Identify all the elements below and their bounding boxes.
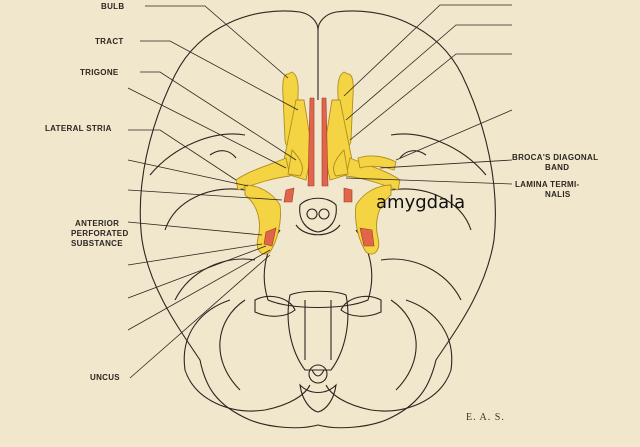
left-amygdala-region bbox=[245, 185, 281, 254]
label-tract: TRACT bbox=[95, 37, 124, 46]
label-brocas-2: BAND bbox=[545, 163, 569, 172]
label-amygdala: amygdala bbox=[376, 192, 465, 213]
label-anterior-3: SUBSTANCE bbox=[71, 239, 123, 248]
brain-outline bbox=[140, 11, 495, 428]
label-lamina-1: LAMINA TERMI- bbox=[515, 180, 580, 189]
label-bulb: BULB bbox=[101, 2, 124, 11]
label-brocas-1: BROCA'S DIAGONAL bbox=[512, 153, 598, 162]
artist-signature: E. A. S. bbox=[466, 412, 505, 423]
labels: BULB TRACT TRIGONE LATERAL STRIA ANTERIO… bbox=[45, 2, 598, 423]
label-trigone: TRIGONE bbox=[80, 68, 119, 77]
label-uncus: UNCUS bbox=[90, 373, 120, 382]
label-lamina-2: NALIS bbox=[545, 190, 571, 199]
label-anterior-1: ANTERIOR bbox=[75, 219, 119, 228]
label-anterior-2: PERFORATED bbox=[71, 229, 129, 238]
label-lateral-stria: LATERAL STRIA bbox=[45, 124, 112, 133]
